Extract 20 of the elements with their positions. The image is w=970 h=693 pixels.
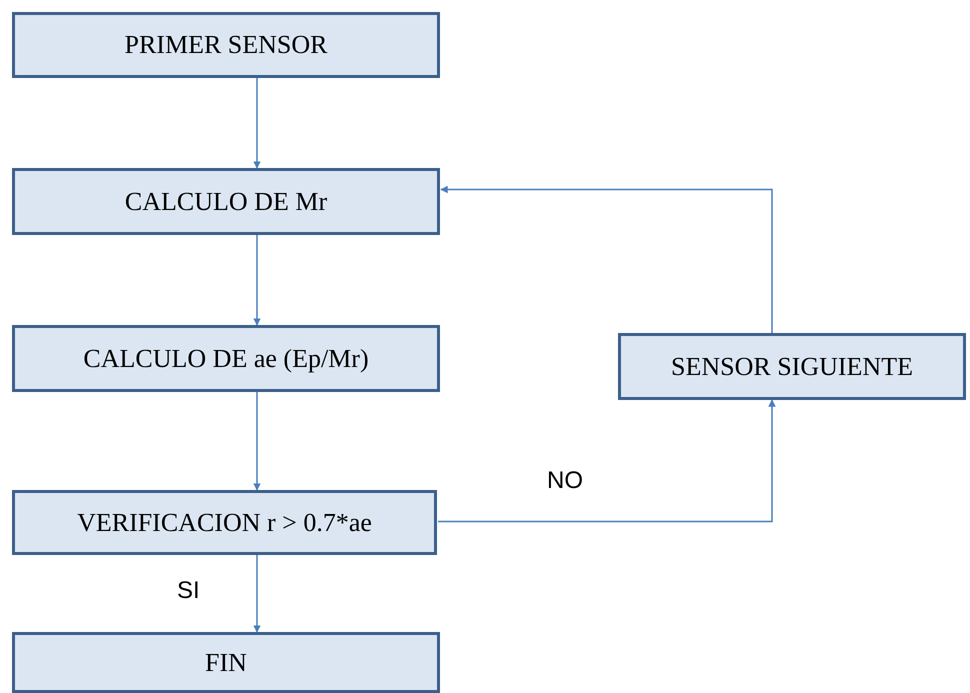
arrow xyxy=(253,235,261,326)
process-box xyxy=(12,632,440,693)
box-label: PRIMER SENSOR xyxy=(124,30,328,60)
box-label: VERIFICACION r > 0.7*ae xyxy=(77,508,372,538)
arrow xyxy=(253,392,261,491)
box-label: SENSOR SIGUIENTE xyxy=(671,352,913,382)
arrow xyxy=(440,186,773,333)
arrow xyxy=(253,555,261,633)
process-box xyxy=(12,12,440,78)
box-label: FIN xyxy=(205,648,247,678)
process-box xyxy=(12,168,440,235)
box-label: CALCULO DE Mr xyxy=(124,186,328,216)
box-label: CALCULO DE ae (Ep/Mr) xyxy=(83,344,369,374)
process-box xyxy=(12,490,437,555)
edge-label: NO xyxy=(547,466,583,494)
process-box xyxy=(12,325,440,392)
process-box xyxy=(618,333,966,400)
edge-label: SI xyxy=(177,577,200,605)
arrow xyxy=(438,399,776,522)
arrow xyxy=(253,78,261,169)
